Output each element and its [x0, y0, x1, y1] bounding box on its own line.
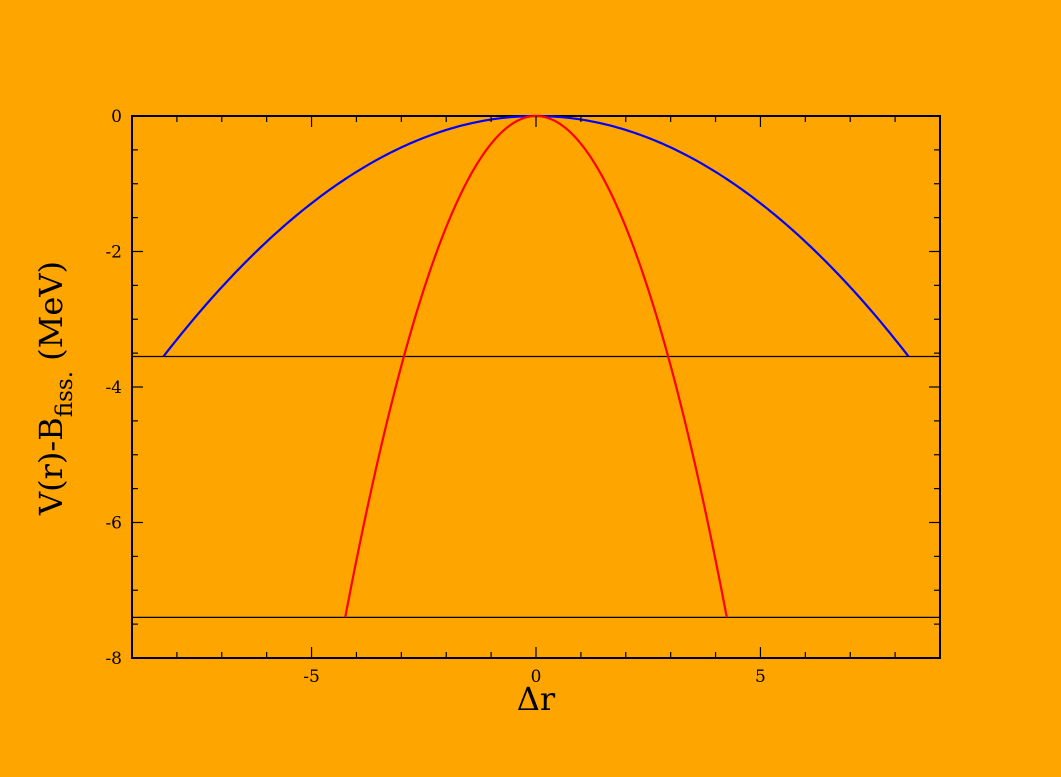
y-tick-label: -8: [105, 649, 122, 669]
x-tick-label: 5: [755, 667, 766, 687]
y-axis-title-units: (MeV): [32, 261, 70, 371]
series-curve-2: [344, 114, 728, 618]
series-curve-1: [162, 114, 910, 358]
plot-area: [131, 115, 941, 659]
x-tick-label: -5: [303, 667, 320, 687]
series-group: [162, 114, 910, 618]
x-tick-label: 0: [531, 667, 542, 687]
y-tick-label: -2: [105, 243, 122, 263]
y-tick-label: -4: [105, 378, 122, 398]
axis-ticks: [131, 115, 941, 659]
y-axis-title-subscript: fiss.: [52, 371, 78, 417]
y-axis-title-main: V(r)-B: [32, 417, 70, 516]
tick-labels: -5 0 5 0 -2 -4 -6 -8: [105, 107, 765, 687]
y-axis-title: V(r)-Bfiss. (MeV): [32, 261, 78, 516]
x-axis-title: Δr: [517, 680, 556, 718]
y-tick-label: 0: [111, 107, 122, 127]
reference-lines: [132, 355, 940, 618]
y-tick-label: -6: [105, 514, 122, 534]
